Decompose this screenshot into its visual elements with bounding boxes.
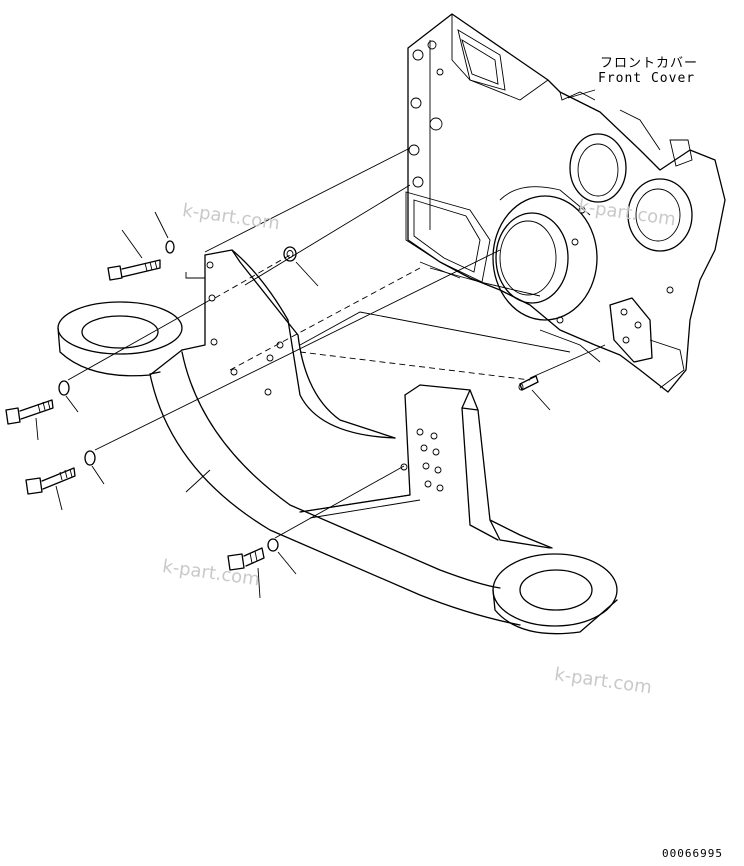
bolt-left-2 xyxy=(25,467,76,495)
engine-mount-bracket xyxy=(57,249,618,635)
callout-leaders xyxy=(35,89,596,599)
collar xyxy=(283,246,297,262)
front-cover-label-en: Front Cover xyxy=(598,71,696,86)
dowel-pin xyxy=(518,375,539,391)
washer-left-2 xyxy=(84,450,96,466)
washer-top xyxy=(165,240,175,254)
figure-number: 00066995 xyxy=(662,847,723,860)
alignment-lines xyxy=(67,147,606,539)
front-cover-label-jp: フロントカバー xyxy=(600,56,699,71)
bolt-lower xyxy=(227,547,265,571)
washer-left-1 xyxy=(58,380,70,396)
washer-lower xyxy=(267,538,279,552)
bolt-top xyxy=(107,259,161,281)
bolt-left-1 xyxy=(5,399,54,425)
fasteners xyxy=(5,240,539,571)
